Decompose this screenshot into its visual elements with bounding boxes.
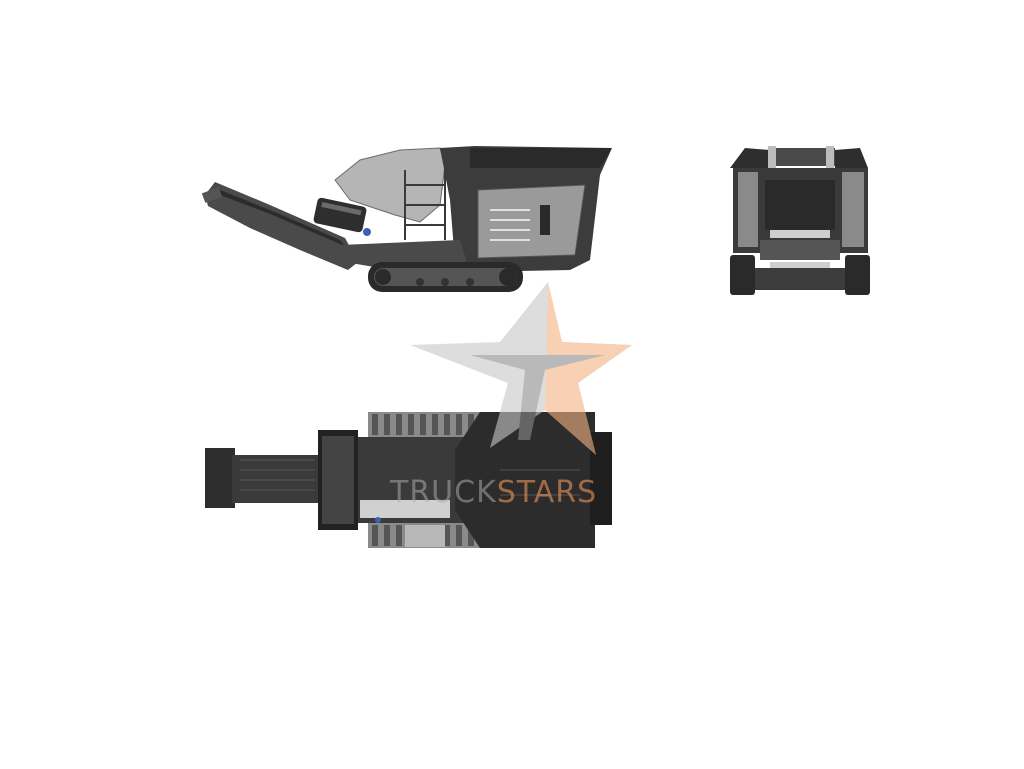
right-track-rear [845,255,870,295]
engine-side-panel [477,184,586,259]
feed-hopper [455,412,595,548]
watermark-star [410,282,632,455]
watermark-logo: TRUCKSTARS [390,476,597,510]
blue-fitting [363,228,371,236]
discharge-conveyor [201,182,358,270]
side-view [201,146,612,292]
dimension-height-side [120,220,160,260]
watermark-text-stars: STARS [496,475,598,510]
watermark-text-truck: TRUCK [390,475,497,510]
vent-louvres [490,209,530,241]
top-view [205,412,612,548]
magnetic-separator [313,197,371,236]
dimension-height-rear [650,200,690,230]
engine-hatch [405,525,445,547]
side-track [368,262,523,292]
rear-view [730,146,870,295]
left-track-rear [730,255,755,295]
access-ladder [404,165,446,240]
